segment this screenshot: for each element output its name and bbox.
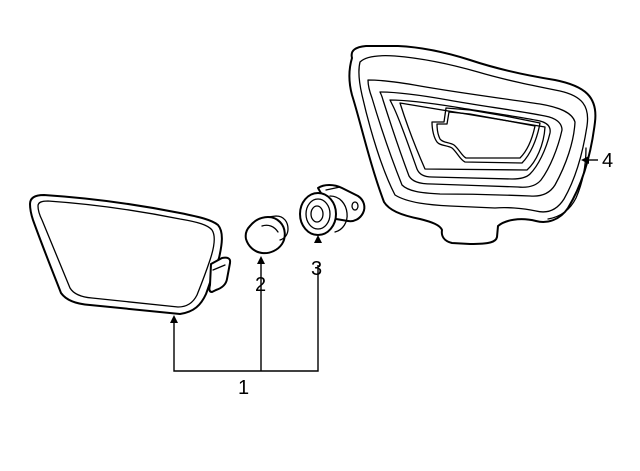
arrowhead-4 <box>581 156 589 164</box>
callout-4: 4 <box>602 150 613 172</box>
leader-line-1 <box>173 265 319 372</box>
arrowhead-3 <box>314 235 322 243</box>
bulb-part-2 <box>244 215 289 255</box>
callout-2: 2 <box>255 274 266 296</box>
socket-part-3 <box>299 184 366 236</box>
leader-lines <box>170 156 598 372</box>
arrowhead-2 <box>257 256 265 264</box>
callout-1: 1 <box>238 377 249 399</box>
arrowhead-1 <box>170 315 178 323</box>
lens-part-1 <box>29 194 232 315</box>
callout-3: 3 <box>311 258 322 280</box>
housing-part-4 <box>348 45 597 245</box>
